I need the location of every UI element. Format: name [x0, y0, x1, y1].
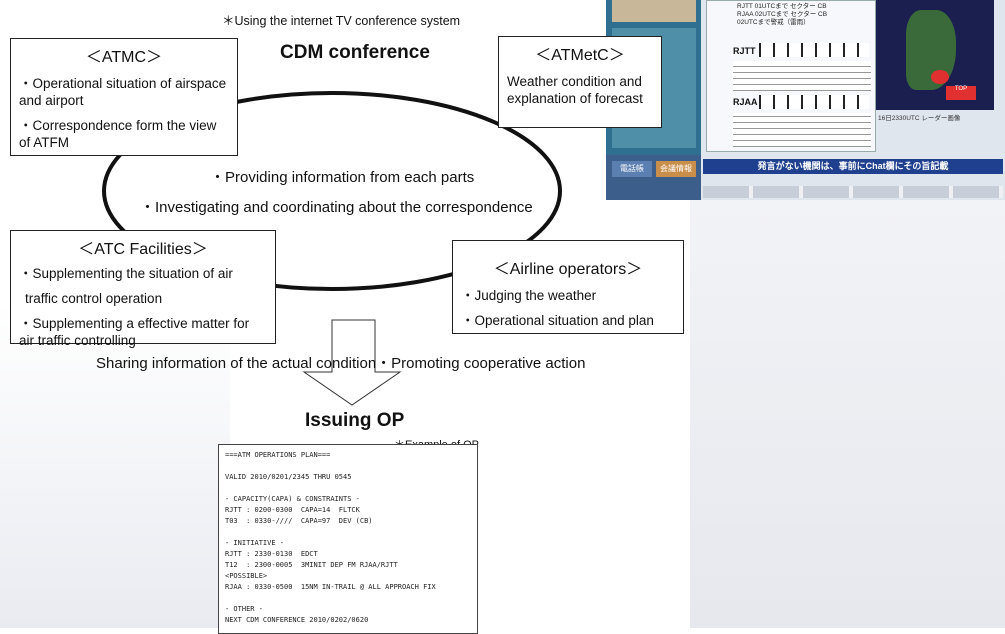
- wind-barbs-rjaa: [759, 95, 869, 109]
- issuing-op-title: Issuing OP: [305, 410, 405, 431]
- op-line: - CAPACITY(CAPA) & CONSTRAINTS -: [225, 495, 360, 503]
- radar-image: TOP: [876, 0, 994, 110]
- rjaa-table: [733, 113, 871, 147]
- screen-note-3: 02UTCまで警戒（雷雨）: [737, 19, 810, 26]
- op-line: [225, 484, 471, 495]
- weather-table-panel: RJTT 01UTCまで セクター CB RJAA 02UTCまで セクター C…: [706, 0, 876, 152]
- airline-line-1: ・Judging the weather: [461, 288, 597, 303]
- atc-line-3: ・Supplementing a effective matter for: [19, 316, 250, 331]
- op-line: RJAA : 0330-0500 15NM IN-TRAIL @ ALL APP…: [225, 583, 436, 591]
- sharing-information-text: Sharing information of the actual condit…: [96, 355, 586, 372]
- atmetc-line-1: Weather condition and: [507, 74, 642, 89]
- side-controls: 電話帳 会議情報: [606, 155, 701, 200]
- atmc-line-4: of ATFM: [19, 135, 70, 150]
- op-line: [225, 462, 471, 473]
- phonebook-button[interactable]: 電話帳: [612, 161, 652, 177]
- photo-background-left: [0, 300, 230, 628]
- atc-title: ＜ATC Facilities＞: [78, 241, 208, 258]
- conference-ellipse: [102, 91, 562, 291]
- rjtt-table: [733, 61, 871, 91]
- op-line: T12 : 2300-0005 3MINIT DEP FM RJAA/RJTT: [225, 561, 398, 569]
- down-arrow: [302, 319, 402, 406]
- airline-title: ＜Airline operators＞: [493, 261, 643, 278]
- atmc-line-2: and airport: [19, 93, 84, 108]
- op-line: T03 : 0330-//// CAPA=97 DEV (CB): [225, 517, 373, 525]
- op-line: [225, 528, 471, 539]
- photo-background-right: [690, 200, 1005, 628]
- radar-label: TOP: [946, 86, 976, 100]
- atmc-title: ＜ATMC＞: [85, 49, 163, 66]
- op-line: NEXT CDM CONFERENCE 2010/0202/0620: [225, 616, 369, 624]
- atmc-line-3: ・Correspondence form the view: [19, 118, 217, 133]
- atc-line-2: traffic control operation: [25, 291, 163, 306]
- atmetc-box: ＜ATMetC＞ Weather condition and explanati…: [498, 36, 662, 128]
- center-line-1: ・Providing information from each parts: [210, 169, 475, 186]
- screen-toolbar[interactable]: [703, 186, 1003, 198]
- radar-echo: [931, 70, 949, 84]
- camera-thumbnail: [612, 0, 696, 22]
- center-line-2: ・Investigating and coordinating about th…: [140, 199, 533, 216]
- atc-facilities-box: ＜ATC Facilities＞ ・Supplementing the situ…: [10, 230, 276, 348]
- op-line: RJTT : 2330-0130 EDCT: [225, 550, 318, 558]
- screen-note-2: RJAA 02UTCまで セクター CB: [737, 11, 828, 18]
- airline-operators-box: ＜Airline operators＞ ・Judging the weather…: [452, 240, 684, 334]
- atmetc-title: ＜ATMetC＞: [535, 47, 625, 64]
- op-document: ===ATM OPERATIONS PLAN=== VALID 2010/020…: [218, 444, 478, 634]
- op-line: ===ATM OPERATIONS PLAN===: [225, 451, 331, 459]
- op-line: RJTT : 0200-0300 CAPA=14 FLTCK: [225, 506, 360, 514]
- rjaa-label: RJAA: [733, 97, 758, 107]
- chat-banner: 発言がない機関は、事前にChat欄にその旨記載: [703, 159, 1003, 174]
- op-line: <POSSIBLE>: [225, 572, 268, 580]
- system-note: ＊Using the internet TV conference system: [222, 14, 461, 28]
- op-line: - OTHER -: [225, 605, 263, 613]
- atmc-box: ＜ATMC＞ ・Operational situation of airspac…: [10, 38, 238, 156]
- wind-barbs-rjtt: [759, 43, 869, 57]
- airline-line-2: ・Operational situation and plan: [461, 313, 654, 328]
- radar-timestamp: 16日2330UTC レーダー画像: [878, 115, 961, 122]
- atc-line-1: ・Supplementing the situation of air: [19, 266, 233, 281]
- cdm-conference-title: CDM conference: [280, 42, 430, 63]
- rjtt-label: RJTT: [733, 46, 756, 56]
- op-line: - INITIATIVE -: [225, 539, 285, 547]
- screen-note-1: RJTT 01UTCまで セクター CB: [737, 3, 827, 10]
- op-line: [225, 594, 471, 605]
- atc-line-4: air traffic controlling: [19, 333, 136, 348]
- atmc-line-1: ・Operational situation of airspace: [19, 76, 227, 91]
- op-line: VALID 2010/0201/2345 THRU 0545: [225, 473, 352, 481]
- atmetc-line-2: explanation of forecast: [507, 91, 643, 106]
- meeting-info-button[interactable]: 会議情報: [656, 161, 696, 177]
